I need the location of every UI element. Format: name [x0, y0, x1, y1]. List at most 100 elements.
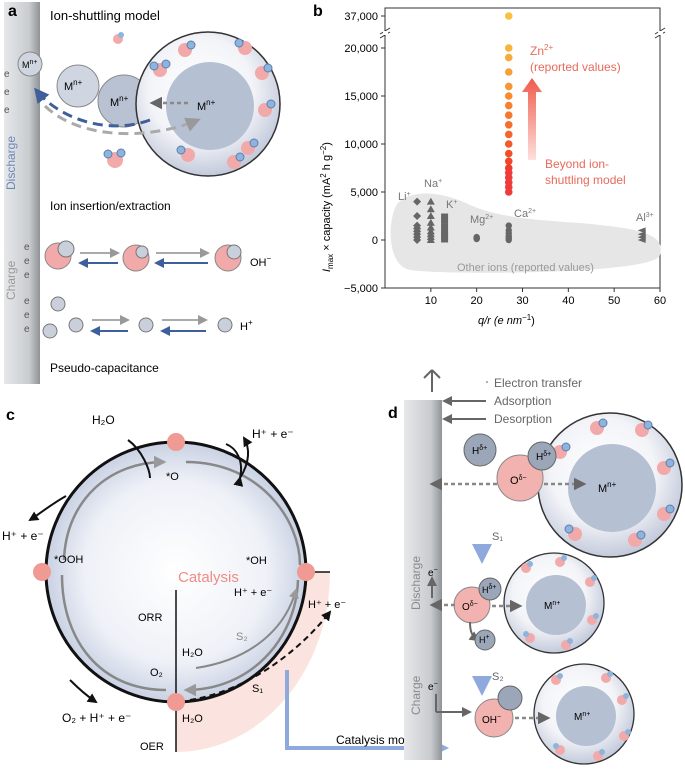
data-point: [413, 236, 422, 244]
node-o2: [167, 693, 185, 711]
hd-label: Hδ+: [536, 451, 551, 463]
data-point: [505, 222, 512, 229]
catalysis-region: [176, 572, 330, 752]
other-ions-label: Other ions (reported values): [457, 262, 594, 274]
electron-label: e: [24, 296, 30, 307]
he-label-top: H⁺ + e⁻: [252, 427, 294, 441]
oh-h-sphere: [497, 685, 523, 711]
electron-label: e: [4, 87, 10, 98]
pseudo-capacitance-label: Pseudo-capacitance: [50, 361, 159, 375]
electron-label: e: [24, 242, 30, 253]
h2o-arrow: [127, 439, 151, 479]
panel-c: c H₂O H⁺ + e⁻ *O H⁺ + e⁻ *OOH *OH: [2, 407, 449, 758]
electron-label: e: [24, 270, 30, 281]
zn-label: Zn2+: [530, 43, 553, 58]
discharge-label-a: Discharge: [4, 136, 18, 190]
data-point: [426, 197, 435, 205]
data-point-zn: [504, 53, 513, 62]
other-ions-region: [390, 193, 661, 273]
h-delta-sphere-2: [478, 577, 502, 601]
node-o: [167, 433, 185, 451]
y-tick-label: 5,000: [350, 187, 378, 199]
h2o-label-bottom: H₂O: [182, 713, 203, 725]
data-point: [441, 223, 449, 229]
ion-label: Mn+: [197, 98, 216, 113]
x-tick-label: 60: [654, 295, 666, 307]
ion-label-al: Al3+: [636, 212, 654, 224]
h-delta-sphere: [527, 441, 557, 471]
panel-d: d Electron transfer Adsorption Desorptio…: [388, 369, 683, 765]
ion-label-mg: Mg2+: [470, 214, 493, 226]
y-tick-label: 15,000: [344, 91, 378, 103]
charge-arrow-a: [43, 104, 201, 136]
o2he-arrow: [69, 679, 98, 704]
o2-label: O₂: [150, 667, 163, 679]
electron-label: e: [24, 310, 30, 321]
he-label-inner: H⁺ + e⁻: [234, 587, 272, 599]
x-tick-label: 50: [608, 295, 620, 307]
oh-label-d: OH−: [482, 714, 501, 726]
oer-label: OER: [140, 741, 164, 753]
data-point-zn: [504, 12, 513, 20]
proton-sphere: [474, 629, 496, 651]
electron-label-d2: e−: [428, 681, 438, 693]
data-point: [637, 237, 646, 243]
y-tick-label: 37,000: [344, 11, 378, 23]
data-point-zn: [504, 101, 513, 110]
he-out-arrow: [239, 436, 253, 479]
panel-a: a Ion-shuttling model Discharge Charge e…: [4, 2, 281, 384]
od-label-2: Oδ−: [462, 601, 478, 613]
y-tick-label: 20,000: [344, 43, 378, 55]
s1-label: S₁: [252, 683, 263, 695]
he-label-right: H⁺ + e⁻: [308, 599, 346, 611]
o-delta-sphere: [496, 454, 544, 502]
x-tick-label: 20: [471, 295, 483, 307]
node-oh: [297, 563, 315, 581]
s2-label-d: S₂: [492, 671, 504, 683]
hd-label-2: Hδ+: [482, 584, 496, 595]
od-label: Oδ−: [510, 475, 527, 487]
catalysis-model-label: Catalysis model: [336, 733, 421, 747]
data-point: [441, 231, 449, 237]
h-label-a: H+: [240, 318, 253, 333]
panel-b-label: b: [313, 3, 323, 20]
s2-label: S₂: [236, 631, 248, 643]
data-point: [441, 213, 449, 219]
data-point: [426, 223, 435, 231]
data-point: [505, 236, 512, 244]
electron-label: e: [4, 105, 10, 116]
legend-electron-transfer: Electron transfer: [494, 376, 582, 390]
beyond-label-2: shuttling model: [545, 173, 626, 187]
data-point: [441, 234, 449, 240]
host-core-d3: [556, 686, 616, 746]
oh-label-a: OH−: [250, 254, 272, 269]
y-tick-label: 0: [372, 235, 378, 247]
data-point-zn: [504, 111, 513, 119]
legend-adsorption: Adsorption: [494, 394, 551, 408]
data-point-zn: [504, 92, 513, 100]
discharge-label-d: Discharge: [409, 556, 423, 610]
catalysis-label: Catalysis: [178, 569, 239, 586]
host-core-d2: [526, 575, 586, 635]
ion-label-d1: Mn+: [598, 480, 617, 495]
s1-label-d: S₁: [492, 531, 503, 543]
data-point-zn: [504, 188, 513, 196]
host-core-d1: [568, 444, 656, 532]
data-point: [426, 212, 435, 219]
hd-label: Hδ+: [472, 445, 487, 457]
data-point: [637, 227, 646, 234]
panel-c-label: c: [6, 407, 15, 424]
ion-label-li: Li+: [398, 191, 411, 203]
star-ooh-label: *OOH: [54, 554, 83, 566]
h2o-label-mid: H₂O: [182, 647, 203, 659]
ion-label-d2: Mn+: [544, 600, 560, 612]
data-point: [426, 218, 435, 226]
oh-desorption-arrow: [435, 694, 470, 712]
he-out-arrow: [225, 443, 244, 487]
panel-b: b Other ions (reported values) 37,000 20,…: [313, 3, 666, 327]
he-ooh-arrow: [28, 495, 67, 522]
ion-label: Mn+: [22, 59, 37, 70]
insertion-label: Ion insertion/extraction: [50, 199, 171, 213]
